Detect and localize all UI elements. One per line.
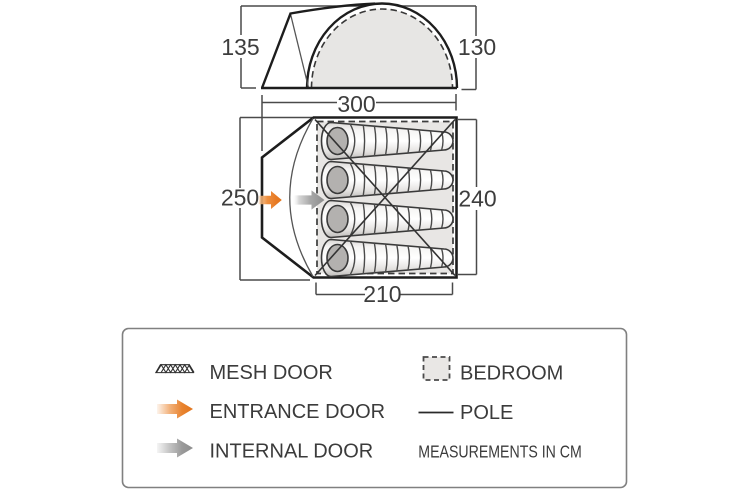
svg-text:130: 130 [458,34,496,60]
svg-text:240: 240 [458,186,496,212]
svg-text:210: 210 [363,281,401,307]
svg-text:BEDROOM: BEDROOM [460,363,563,385]
svg-text:135: 135 [221,34,259,60]
svg-text:INTERNAL DOOR: INTERNAL DOOR [210,441,374,463]
svg-text:MESH DOOR: MESH DOOR [210,362,333,384]
svg-text:300: 300 [337,91,375,117]
svg-text:ENTRANCE DOOR: ENTRANCE DOOR [210,401,386,423]
svg-text:250: 250 [221,185,259,211]
svg-text:POLE: POLE [460,402,513,424]
svg-text:MEASUREMENTS IN CM: MEASUREMENTS IN CM [418,442,582,462]
